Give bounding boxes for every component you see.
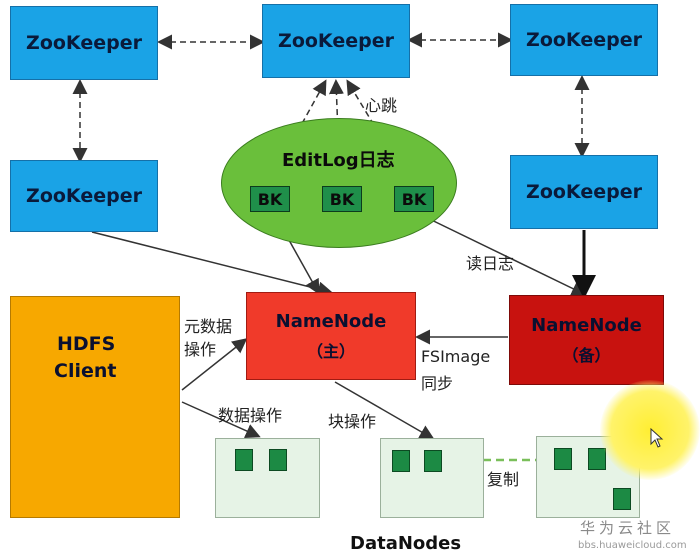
label-replicate: 复制 bbox=[487, 470, 520, 489]
namenode-standby-role: （备） bbox=[562, 345, 611, 365]
data-block bbox=[235, 449, 253, 471]
namenode-standby-title: NameNode bbox=[531, 314, 642, 336]
data-block bbox=[392, 450, 410, 472]
block-op-line bbox=[334, 381, 435, 440]
data-block bbox=[613, 488, 631, 510]
hdfs-client-line1: HDFS bbox=[57, 333, 116, 355]
metadata-op-line bbox=[181, 338, 248, 391]
zookeeper-mid-right: ZooKeeper bbox=[510, 155, 658, 229]
zookeeper-top-left: ZooKeeper bbox=[10, 6, 158, 80]
namenode-active: NameNode （主） bbox=[246, 292, 416, 380]
label-fsimage-2: 同步 bbox=[421, 374, 454, 393]
bk-node-2: BK bbox=[322, 186, 362, 212]
watermark-url: bbs.huaweicloud.com bbox=[578, 540, 687, 551]
bk-node-3: BK bbox=[394, 186, 434, 212]
data-block bbox=[424, 450, 442, 472]
editlog-ellipse bbox=[221, 118, 457, 248]
cursor-highlight bbox=[600, 380, 700, 480]
bk-node-1: BK bbox=[250, 186, 290, 212]
hdfs-client-line2: Client bbox=[54, 360, 117, 382]
editlog-title: EditLog日志 bbox=[282, 150, 395, 171]
data-op-line bbox=[181, 401, 261, 438]
label-datanodes: DataNodes bbox=[350, 533, 462, 554]
namenode-standby: NameNode （备） bbox=[509, 295, 664, 385]
namenode-active-role: （主） bbox=[306, 341, 355, 361]
label-metadata-op-2: 操作 bbox=[184, 340, 217, 359]
watermark-title: 华为云社区 bbox=[580, 519, 676, 537]
zookeeper-mid-left: ZooKeeper bbox=[10, 160, 158, 232]
data-block bbox=[588, 448, 606, 470]
zookeeper-top-mid: ZooKeeper bbox=[262, 4, 410, 78]
data-block bbox=[269, 449, 287, 471]
zookeeper-top-right: ZooKeeper bbox=[510, 4, 658, 76]
label-block-op: 块操作 bbox=[328, 412, 377, 431]
namenode-active-title: NameNode bbox=[275, 310, 387, 332]
read-log-line bbox=[414, 211, 587, 296]
zk-namenode-link bbox=[91, 231, 333, 297]
datanode-1 bbox=[215, 438, 320, 518]
label-fsimage-1: FSImage bbox=[421, 347, 491, 366]
label-metadata-op-1: 元数据 bbox=[184, 317, 233, 336]
label-heartbeat: 心跳 bbox=[365, 96, 398, 115]
label-data-op: 数据操作 bbox=[218, 406, 283, 425]
label-read-log: 读日志 bbox=[466, 254, 515, 273]
mouse-pointer-icon bbox=[650, 427, 664, 452]
data-block bbox=[554, 448, 572, 470]
hdfs-client bbox=[10, 296, 180, 518]
